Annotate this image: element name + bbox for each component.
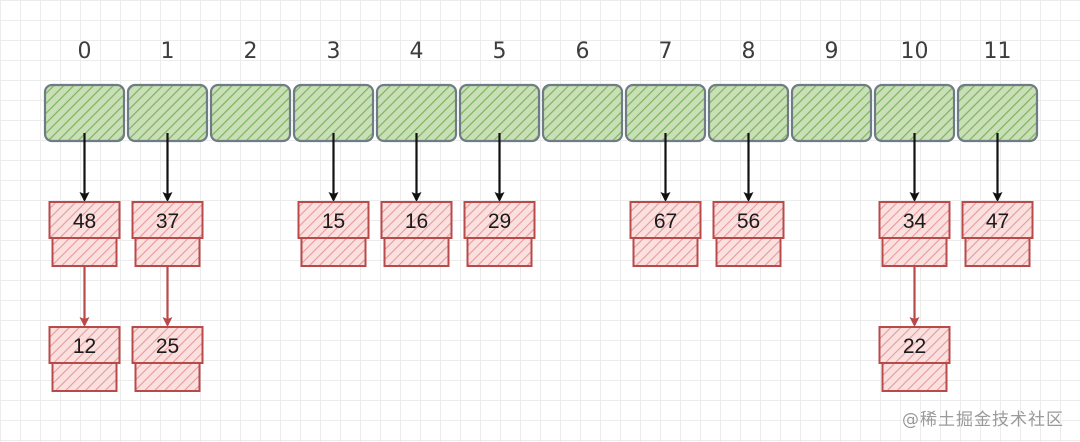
- node-label: 12: [73, 335, 96, 358]
- bucket-10: [873, 83, 956, 143]
- chain-nodes: 48 12 37 25 15 16 29 67 56 34 22 47: [48, 201, 1034, 392]
- bucket-array: [43, 83, 1039, 143]
- bucket-7: [624, 83, 707, 143]
- node-next-cell: [134, 362, 201, 392]
- node-label: 34: [903, 210, 927, 233]
- node-next-cell: [300, 237, 367, 267]
- bucket-index-5: 5: [493, 39, 507, 64]
- node-next-cell: [632, 237, 699, 267]
- bucket-5: [458, 83, 541, 143]
- node-value-cell: [463, 201, 536, 239]
- node-label: 67: [654, 210, 677, 233]
- bucket-index-labels: 0 1 2 3 4 5 6 7 8 9 10 11: [78, 39, 1012, 64]
- chain-node-25: 25: [131, 326, 204, 392]
- node-next-cell: [383, 237, 450, 267]
- bucket-8: [707, 83, 790, 143]
- node-next-cell: [964, 237, 1031, 267]
- chain-node-22: 22: [878, 326, 951, 392]
- bucket-11: [956, 83, 1039, 143]
- bucket-index-2: 2: [244, 39, 258, 64]
- chain-node-37: 37: [131, 201, 204, 267]
- bucket-index-4: 4: [410, 39, 424, 64]
- node-value-cell: [48, 201, 121, 239]
- chain-node-16: 16: [380, 201, 453, 267]
- node-next-cell: [881, 362, 948, 392]
- bucket-index-1: 1: [161, 39, 175, 64]
- node-next-cell: [51, 237, 118, 267]
- node-label: 15: [322, 210, 345, 233]
- node-label: 22: [903, 335, 926, 358]
- node-value-cell: [48, 326, 121, 364]
- node-next-cell: [715, 237, 782, 267]
- node-value-cell: [878, 201, 951, 239]
- node-next-cell: [134, 237, 201, 267]
- node-label: 56: [737, 210, 760, 233]
- pointer-arrows: [79, 133, 1003, 327]
- chain-node-34: 34: [878, 201, 951, 267]
- bucket-1: [126, 83, 209, 143]
- node-label: 29: [488, 210, 511, 233]
- chain-node-56: 56: [712, 201, 785, 267]
- bucket-2: [209, 83, 292, 143]
- node-value-cell: [712, 201, 785, 239]
- node-label: 47: [986, 210, 1009, 233]
- bucket-6: [541, 83, 624, 143]
- watermark: @稀土掘金技术社区: [902, 410, 1064, 430]
- chain-node-15: 15: [297, 201, 370, 267]
- bucket-index-11: 11: [984, 39, 1012, 64]
- bucket-index-3: 3: [327, 39, 341, 64]
- bucket-index-7: 7: [659, 39, 673, 64]
- chain-node-47: 47: [961, 201, 1034, 267]
- node-label: 48: [73, 210, 96, 233]
- bucket-4: [375, 83, 458, 143]
- node-label: 25: [156, 335, 179, 358]
- chain-node-29: 29: [463, 201, 536, 267]
- node-next-cell: [881, 237, 948, 267]
- bucket-9: [790, 83, 873, 143]
- chain-node-67: 67: [629, 201, 702, 267]
- bucket-index-10: 10: [901, 39, 929, 64]
- bucket-index-9: 9: [825, 39, 839, 64]
- bucket-3: [292, 83, 375, 143]
- node-next-cell: [466, 237, 533, 267]
- bucket-index-6: 6: [576, 39, 590, 64]
- node-label: 37: [156, 210, 179, 233]
- bucket-0: [43, 83, 126, 143]
- chain-node-12: 12: [48, 326, 121, 392]
- chain-node-48: 48: [48, 201, 121, 267]
- bucket-index-8: 8: [742, 39, 756, 64]
- node-label: 16: [405, 210, 428, 233]
- node-next-cell: [51, 362, 118, 392]
- node-value-cell: [131, 326, 204, 364]
- bucket-index-0: 0: [78, 39, 92, 64]
